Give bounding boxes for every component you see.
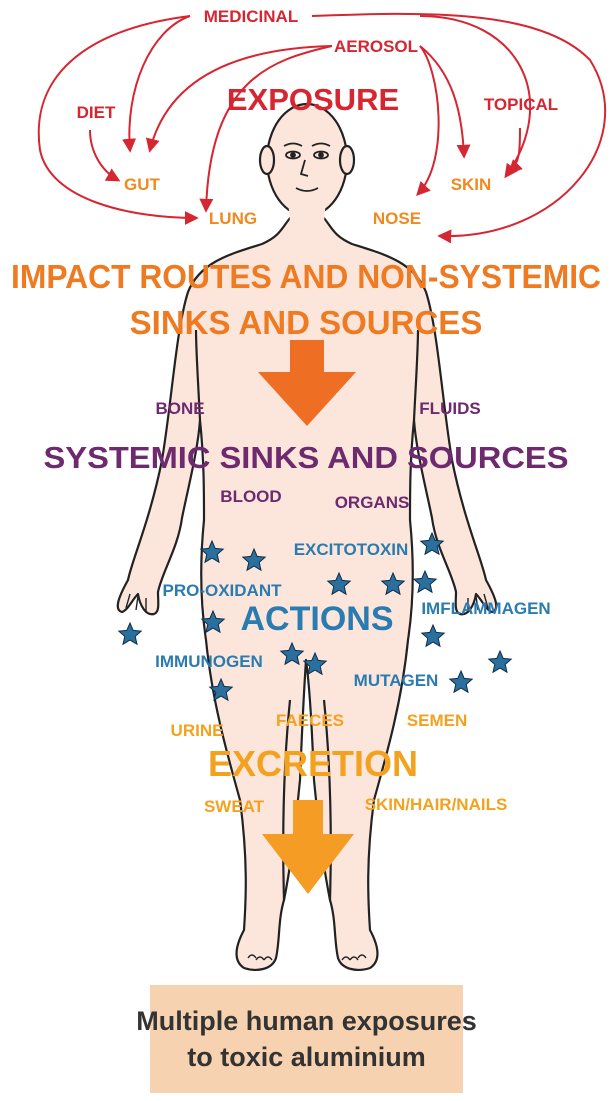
star-icon (208, 677, 234, 702)
left-arm-inner-line (194, 329, 202, 421)
action-imflammagen: IMFLAMMAGEN (421, 599, 550, 618)
source-medicinal: MEDICINAL (204, 7, 298, 26)
action-pro-oxidant: PRO-OXIDANT (163, 581, 283, 600)
star-icon (326, 571, 352, 596)
route-skin: SKIN (451, 175, 492, 194)
arrow-diet-to-gut (89, 129, 121, 182)
left-foot-toes (247, 954, 273, 961)
right-ear (338, 144, 356, 176)
star-icon (199, 539, 225, 564)
exposure-title: EXPOSURE (227, 82, 399, 117)
systemic-organs: ORGANS (335, 493, 410, 512)
actions-title: ACTIONS (241, 600, 394, 638)
right-hand-fingers (467, 593, 489, 612)
right-arm-inner-line (412, 329, 420, 421)
source-aerosol: AEROSOL (334, 37, 418, 56)
arrow-aerosol-to-lung (199, 45, 333, 213)
arrow-aerosol-to-gut (145, 45, 333, 153)
arrow-aerosol-to-skin (419, 45, 471, 159)
star-icon (419, 531, 445, 556)
body-outline (116, 216, 498, 971)
systemic-title: SYSTEMIC SINKS AND SOURCES (44, 440, 569, 475)
arrow-topical-to-skin (508, 127, 523, 174)
caption-box: Multiple human exposures to toxic alumin… (136, 985, 477, 1093)
left-ear (258, 144, 276, 176)
excretion-urine: URINE (171, 721, 224, 740)
excretion-faeces: FAECES (276, 711, 344, 730)
star-icon (302, 651, 328, 676)
excretion-down-arrow (262, 800, 354, 894)
systemic-section: BONE FLUIDS SYSTEMIC SINKS AND SOURCES B… (44, 399, 569, 512)
human-body-figure (116, 102, 498, 971)
star-icon (200, 609, 226, 634)
left-hand-fingers (125, 593, 147, 612)
arrow-medicinal-to-skin (419, 15, 532, 179)
impact-down-arrow (258, 340, 356, 426)
left-eye (285, 150, 301, 160)
head (265, 102, 349, 218)
star-icon (487, 649, 513, 674)
excretion-section: URINE FAECES SEMEN EXCRETION SWEAT SKIN/… (171, 711, 508, 816)
route-gut: GUT (124, 175, 161, 194)
neck (288, 200, 326, 222)
source-topical: TOPICAL (484, 95, 558, 114)
star-icon (420, 623, 446, 648)
nose-line (299, 159, 309, 177)
excretion-title: EXCRETION (208, 743, 418, 784)
arrow-medicinal-to-lung (37, 15, 199, 225)
right-pupil (318, 152, 324, 158)
exposure-arrows (37, 12, 607, 244)
star-icon (412, 569, 438, 594)
left-pupil (290, 152, 296, 158)
actions-section: EXCITOTOXIN PRO-OXIDANT ACTIONS IMFLAMMA… (155, 540, 551, 690)
excretion-skin-hair-nails: SKIN/HAIR/NAILS (365, 795, 508, 814)
left-eyebrow (283, 142, 303, 147)
excretion-sweat: SWEAT (204, 797, 265, 816)
route-nose: NOSE (373, 209, 421, 228)
right-eyebrow (311, 142, 331, 147)
action-mutagen: MUTAGEN (354, 671, 439, 690)
right-foot-toes (341, 954, 367, 961)
systemic-fluids: FLUIDS (419, 399, 480, 418)
source-diet: DIET (77, 103, 116, 122)
systemic-blood: BLOOD (220, 487, 281, 506)
right-leg-inner-line (322, 699, 332, 901)
action-excitotoxin: EXCITOTOXIN (294, 540, 409, 559)
face-details (283, 142, 331, 192)
arrow-aerosol-to-nose (416, 45, 440, 197)
star-icon (117, 621, 143, 646)
impact-section: IMPACT ROUTES AND NON-SYSTEMIC SINKS AND… (11, 258, 601, 341)
impact-title-line2: SINKS AND SOURCES (130, 304, 483, 341)
action-immunogen: IMMUNOGEN (155, 652, 263, 671)
route-lung: LUNG (209, 209, 257, 228)
star-icon (380, 571, 406, 596)
systemic-bone: BONE (155, 399, 204, 418)
arrow-medicinal-to-skin-wide (311, 12, 607, 244)
right-eye (313, 150, 329, 160)
star-icon (448, 669, 474, 694)
caption-line-1: Multiple human exposures (136, 1006, 477, 1036)
action-stars (117, 531, 513, 702)
excretion-semen: SEMEN (407, 711, 467, 730)
arrow-medicinal-to-gut (122, 15, 191, 153)
exposure-labels: MEDICINAL AEROSOL DIET TOPICAL EXPOSURE … (77, 7, 559, 228)
caption-line-2: to toxic aluminium (187, 1042, 426, 1072)
impact-title-line1: IMPACT ROUTES AND NON-SYSTEMIC (11, 258, 601, 295)
left-leg-inner-line (282, 699, 292, 901)
mouth (295, 187, 319, 192)
star-icon (241, 547, 267, 572)
star-icon (279, 641, 305, 666)
